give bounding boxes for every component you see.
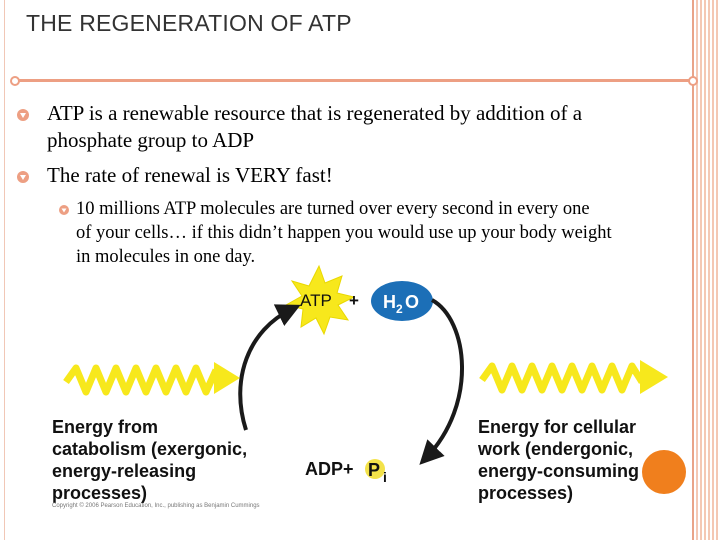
phosphate-label: P — [368, 460, 380, 480]
left-energy-label: Energy from catabolism (exergonic, energ… — [52, 416, 247, 504]
water-o: O — [405, 292, 419, 312]
right-energy-zigzag — [479, 362, 645, 394]
title-underline-right-dot — [688, 76, 698, 86]
title-underline — [16, 79, 694, 82]
right-frame-stripes — [692, 0, 720, 540]
right-label-line-2: work (endergonic, — [478, 439, 634, 459]
sub-bullet-line-2: of your cells… if this didn’t happen you… — [76, 223, 612, 243]
bullet-icon — [17, 171, 29, 183]
right-label-line-1: Energy for cellular — [478, 417, 637, 437]
left-frame-border — [0, 0, 5, 540]
bullet-1-line-1: ATP is a renewable resource that is rege… — [47, 101, 583, 125]
bullet-icon — [17, 109, 29, 121]
title-underline-left-dot — [10, 76, 20, 86]
water-h: H — [383, 292, 396, 312]
left-zigzag-arrowhead — [214, 362, 240, 394]
bullet-2-text: The rate of renewal is VERY fast! — [47, 163, 333, 187]
bullet-1-line-2: phosphate group to ADP — [47, 128, 255, 152]
right-energy-label: Energy for cellular work (endergonic, en… — [478, 416, 639, 504]
atp-label: ATP — [300, 291, 332, 310]
right-cycle-arrow — [419, 298, 464, 465]
phosphate-circle — [365, 459, 385, 479]
left-label-line-3: energy-releasing — [52, 461, 197, 481]
slide-title: THE REGENERATION OF ATP — [26, 10, 352, 36]
right-label-line-4: processes) — [478, 483, 574, 503]
atp-starburst — [284, 264, 356, 336]
left-energy-zigzag — [63, 364, 220, 396]
right-zigzag-arrowhead — [640, 360, 668, 394]
plus-sign: + — [349, 291, 359, 310]
left-cycle-arrow — [238, 304, 301, 431]
sub-bullet-line-1: 10 millions ATP molecules are turned ove… — [76, 199, 590, 219]
sub-bullet-line-3: in molecules in one day. — [76, 247, 256, 267]
sub-bullet-icon — [59, 205, 69, 215]
left-label-line-1: Energy from — [52, 417, 159, 437]
water-circle — [371, 281, 433, 321]
right-label-line-3: energy-consuming — [478, 461, 640, 481]
orange-circle-decoration — [642, 450, 686, 494]
water-subscript: 2 — [396, 302, 403, 316]
adp-label: ADP+ — [305, 459, 354, 479]
left-label-line-2: catabolism (exergonic, — [52, 439, 248, 459]
left-label-line-4: processes) — [52, 483, 148, 503]
figure-copyright: Copyright © 2006 Pearson Education, Inc.… — [52, 503, 260, 509]
phosphate-subscript: i — [383, 469, 387, 485]
